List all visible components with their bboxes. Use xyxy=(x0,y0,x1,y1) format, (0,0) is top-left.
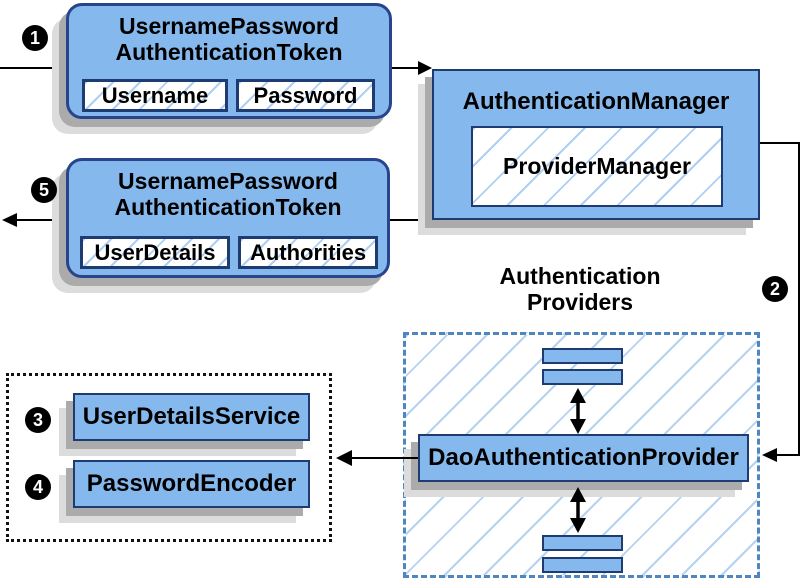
dao-authentication-provider-node: DaoAuthenticationProvider xyxy=(418,434,749,482)
authentication-providers-label-line1: Authentication xyxy=(499,263,661,289)
step-badge-1: 1 xyxy=(22,25,48,51)
user-details-field: UserDetails xyxy=(80,236,230,269)
user-details-service-node: UserDetailsService xyxy=(73,393,310,441)
provider-placeholder-bar xyxy=(542,535,623,551)
response-token-title-line2: AuthenticationToken xyxy=(114,194,342,220)
username-field: Username xyxy=(82,79,228,112)
password-field: Password xyxy=(236,79,375,112)
token-to-manager-arrowhead-icon xyxy=(418,61,432,75)
authentication-manager-title: AuthenticationManager xyxy=(462,88,730,115)
step-badge-5: 5 xyxy=(31,177,57,203)
step-badge-3: 3 xyxy=(25,407,51,433)
authorities-field: Authorities xyxy=(238,236,378,269)
response-token-title-line1: UsernamePassword xyxy=(118,168,338,194)
password-encoder-node: PasswordEncoder xyxy=(73,460,310,508)
provider-to-collaborators-arrowhead-icon xyxy=(336,450,352,466)
request-token-title: UsernamePassword AuthenticationToken xyxy=(69,13,389,65)
authentication-manager-node: AuthenticationManager ProviderManager xyxy=(432,69,760,220)
provider-placeholder-bar xyxy=(542,348,623,364)
provider-placeholder-bar xyxy=(542,369,623,385)
request-token-node: UsernamePassword AuthenticationToken Use… xyxy=(66,3,392,119)
request-token-title-line2: AuthenticationToken xyxy=(115,39,343,65)
collaborators-region xyxy=(6,373,332,542)
response-out-arrowhead-icon xyxy=(2,213,17,227)
provider-manager-node: ProviderManager xyxy=(471,126,723,207)
authentication-providers-label: Authentication Providers xyxy=(455,263,705,315)
request-token-title-line1: UsernamePassword xyxy=(119,13,339,39)
manager-to-provider-arrowhead-icon xyxy=(762,448,777,462)
step-badge-4: 4 xyxy=(25,474,51,500)
response-token-title: UsernamePassword AuthenticationToken xyxy=(69,168,387,220)
response-token-node: UsernamePassword AuthenticationToken Use… xyxy=(66,158,390,278)
authentication-providers-label-line2: Providers xyxy=(526,289,634,315)
step-badge-2: 2 xyxy=(762,276,788,302)
provider-placeholder-bar xyxy=(542,557,623,573)
